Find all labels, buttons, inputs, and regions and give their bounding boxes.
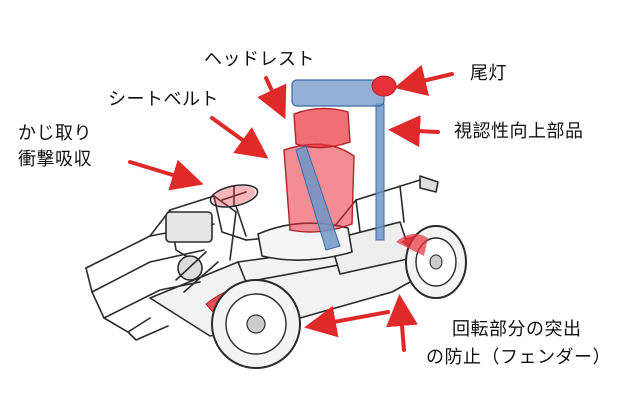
label-taillight: 尾灯	[470, 62, 507, 86]
visibility-pole-highlight	[376, 104, 384, 240]
label-fender-line2: の防止（フェンダー）	[426, 346, 611, 370]
arrow-visibility	[396, 130, 438, 132]
arrow-steering	[130, 162, 196, 182]
arrow-headrest	[266, 78, 282, 112]
top-bar-highlight	[292, 80, 384, 106]
arrow-taillight	[402, 74, 452, 86]
label-seatbelt: シートベルト	[108, 88, 219, 112]
engine-block	[166, 212, 212, 242]
arrow-fender-rear	[400, 302, 404, 350]
label-visibility-parts: 視認性向上部品	[454, 120, 584, 144]
arrow-seatbelt	[212, 118, 262, 154]
label-headrest: ヘッドレスト	[204, 48, 315, 72]
arrow-fender-front	[312, 312, 388, 326]
label-steering-line2: 衝撃吸収	[18, 148, 92, 172]
label-fender-line1: 回転部分の突出	[452, 318, 582, 342]
headrest-highlight	[294, 108, 350, 147]
label-steering-line1: かじ取り	[18, 122, 92, 146]
taillight-highlight	[372, 76, 396, 96]
